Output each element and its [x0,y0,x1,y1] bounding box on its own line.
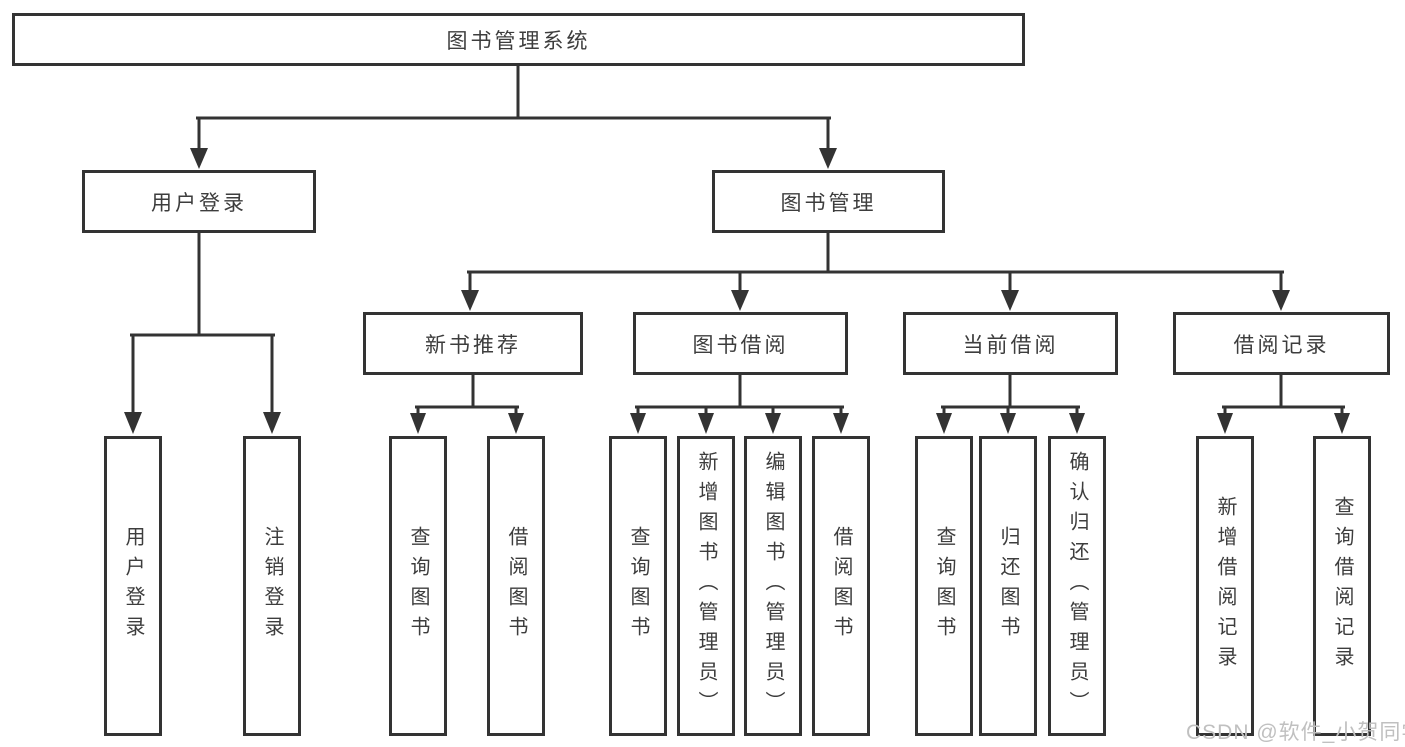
node-user-login-leaf: 用户登录 [104,436,162,736]
node-add-books-admin: 新增图书（管理员） [677,436,735,736]
node-book-borrow: 图书借阅 [633,312,848,375]
node-borrow-books: 借阅图书 [812,436,870,736]
node-borrow-records: 借阅记录 [1173,312,1390,375]
node-edit-books-admin: 编辑图书（管理员） [744,436,802,736]
node-label: 查询图书 [933,526,955,646]
node-label: 用户登录 [151,191,247,215]
node-label: 查询图书 [407,526,429,646]
node-label: 新书推荐 [425,333,521,357]
node-label: 当前借阅 [962,333,1059,357]
node-label: 借阅记录 [1233,333,1330,357]
node-label: 注销登录 [261,526,283,646]
node-label: 查询图书 [627,526,649,646]
csdn-watermark: CSDN @软件_小贺同学 [1186,721,1405,744]
node-borrow-query-books: 查询图书 [609,436,667,736]
node-return-books: 归还图书 [979,436,1037,736]
node-label: 新增借阅记录 [1214,496,1236,676]
node-label: 图书管理 [780,191,877,215]
node-current-query-books: 查询图书 [915,436,973,736]
node-label: 编辑图书（管理员） [762,451,784,721]
node-label: 用户登录 [122,526,144,646]
node-book-management: 图书管理 [712,170,945,233]
node-add-borrow-record: 新增借阅记录 [1196,436,1254,736]
node-label: 借阅图书 [505,526,527,646]
node-label: 新增图书（管理员） [695,451,717,721]
node-user-login-branch: 用户登录 [82,170,316,233]
node-current-borrow: 当前借阅 [903,312,1118,375]
node-label: 借阅图书 [830,526,852,646]
node-label: 图书管理系统 [446,29,591,53]
node-query-borrow-record: 查询借阅记录 [1313,436,1371,736]
node-label: 确认归还（管理员） [1066,451,1088,721]
node-recommend-borrow-books: 借阅图书 [487,436,545,736]
node-label: 查询借阅记录 [1331,496,1353,676]
node-confirm-return-admin: 确认归还（管理员） [1048,436,1106,736]
node-recommend-query-books: 查询图书 [389,436,447,736]
node-new-book-recommend: 新书推荐 [363,312,583,375]
node-label: 图书借阅 [692,333,789,357]
node-library-system: 图书管理系统 [12,13,1025,66]
node-logout: 注销登录 [243,436,301,736]
node-label: 归还图书 [997,526,1019,646]
